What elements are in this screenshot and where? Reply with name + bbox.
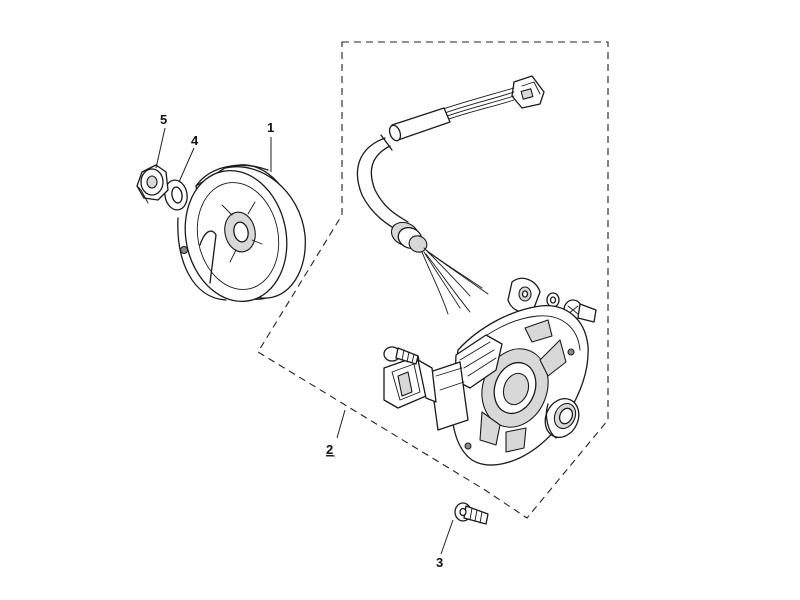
wire-connector [511, 75, 545, 109]
part-4-washer[interactable] [163, 178, 190, 211]
oil-seal [544, 398, 580, 439]
part-1-flywheel-rotor[interactable] [173, 156, 311, 311]
callout-3: 3 [436, 555, 443, 570]
callout-1: 1 [267, 120, 274, 135]
leader-2 [336, 409, 346, 439]
wire-clamp [507, 277, 541, 313]
part-5-nut[interactable] [136, 164, 169, 204]
part-3-bolt[interactable] [454, 502, 489, 525]
pickup-bracket [383, 355, 437, 409]
grommet [390, 221, 428, 253]
stator-plate [429, 305, 589, 466]
bracket-bolt [383, 346, 419, 365]
callout-5: 5 [160, 112, 167, 127]
part-2-stator-assembly[interactable] [356, 75, 597, 466]
callout-2: 2 [326, 442, 333, 457]
leader-3 [440, 519, 454, 555]
assembly-2-boundary [257, 41, 609, 519]
leader-4 [178, 147, 195, 183]
leader-5 [155, 127, 166, 169]
callout-4: 4 [191, 133, 199, 148]
